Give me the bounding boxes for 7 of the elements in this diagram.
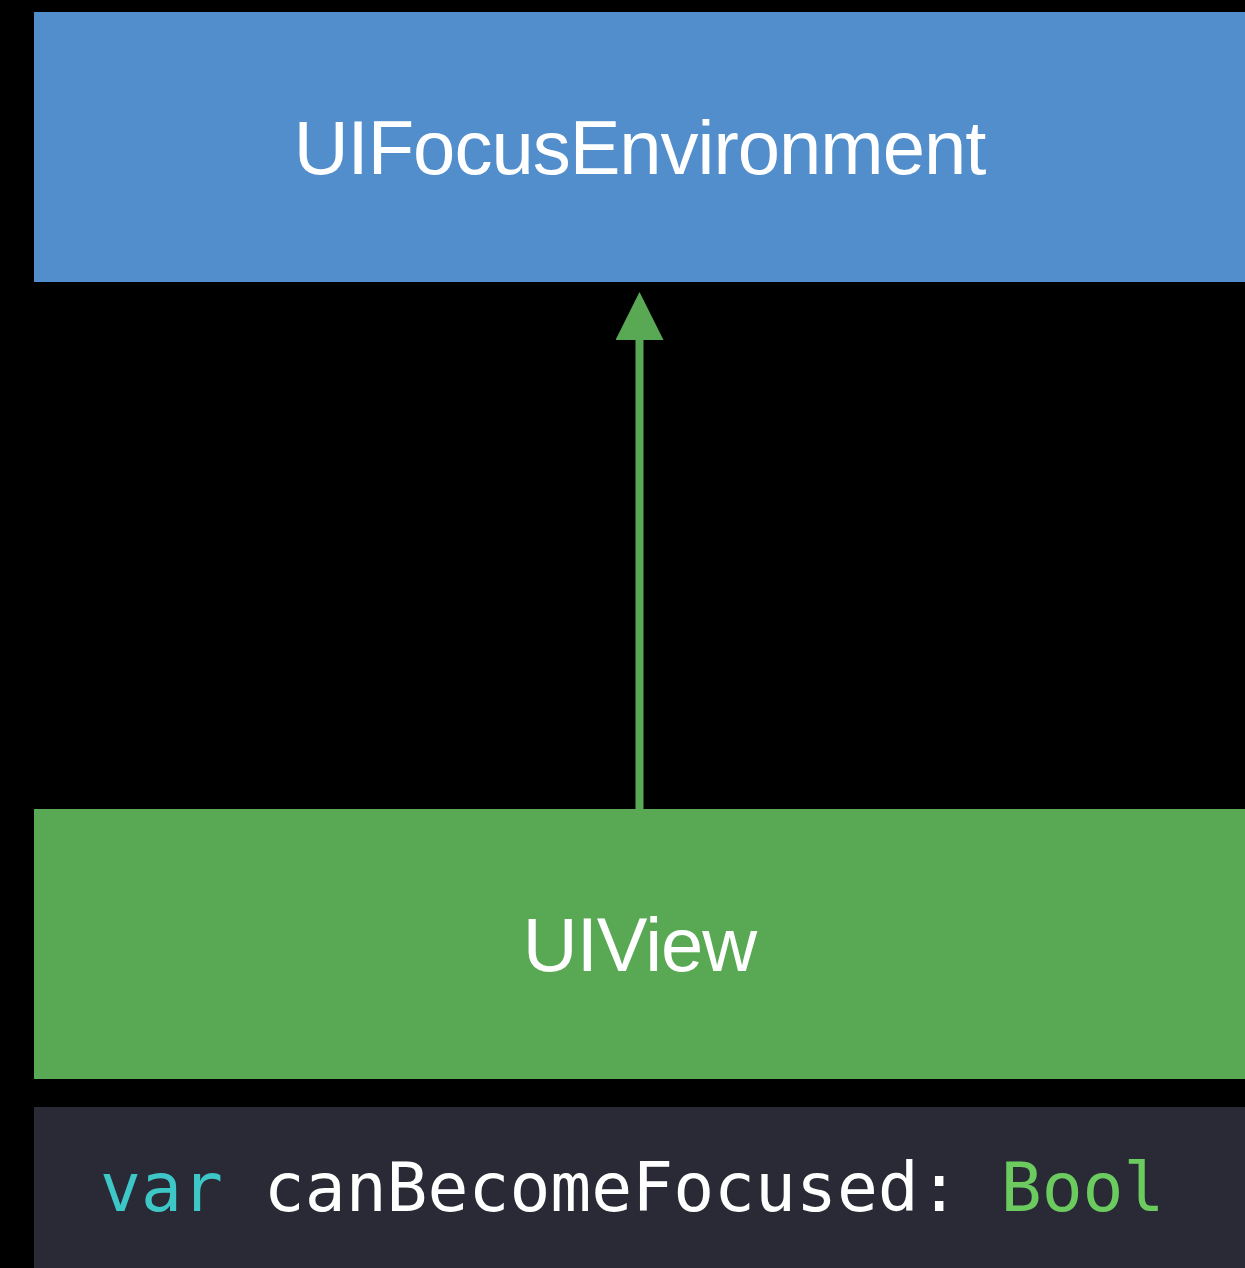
code-box bbox=[34, 1107, 1245, 1268]
protocol-box bbox=[34, 12, 1245, 282]
node-title: UIFocusEnvironment bbox=[293, 103, 986, 191]
node-title: UIView bbox=[522, 900, 757, 988]
class-box bbox=[34, 809, 1245, 1079]
arrow bbox=[615, 292, 664, 809]
code-line: var canBecomeFocused: Bool bbox=[100, 1148, 1165, 1227]
